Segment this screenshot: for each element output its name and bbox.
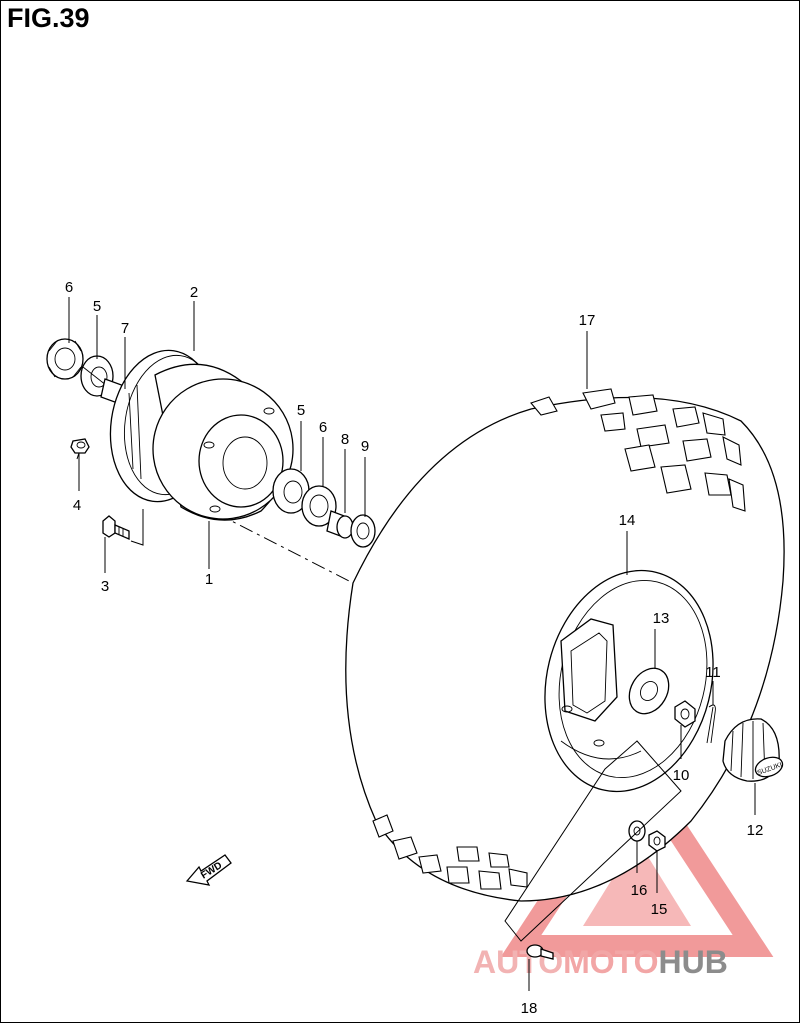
- callout-1: 1: [205, 571, 213, 588]
- callout-6b: 6: [319, 419, 327, 436]
- callout-6a: 6: [65, 279, 73, 296]
- part-18-valve: [526, 944, 554, 960]
- callout-4: 4: [73, 497, 81, 514]
- figure-title: FIG.39: [7, 3, 90, 33]
- part-8-spacer: [326, 510, 354, 539]
- leader-lines: [68, 297, 756, 991]
- part-3-bolt: [102, 515, 130, 540]
- watermark-text: AUTOMOTOHUB: [473, 944, 728, 980]
- callout-11: 11: [705, 664, 721, 681]
- part-6-nut-right: [301, 485, 337, 527]
- callout-8: 8: [341, 431, 349, 448]
- part-4-fitting: [70, 438, 90, 454]
- callout-14: 14: [619, 512, 636, 529]
- callout-labels: 6 5 7 2 4 3 1 5 6 8 9 17 14 13 11 10 12 …: [65, 279, 764, 1017]
- callout-5b: 5: [297, 402, 305, 419]
- callout-3: 3: [101, 578, 109, 595]
- part-13-cap: [628, 667, 670, 715]
- part-10-nut: [674, 700, 696, 728]
- callout-13: 13: [653, 610, 670, 627]
- part-1-hub: [152, 378, 294, 520]
- callout-18: 18: [521, 1000, 538, 1017]
- callout-7: 7: [121, 320, 129, 337]
- callout-12: 12: [747, 822, 764, 839]
- callout-15: 15: [651, 901, 668, 918]
- fwd-arrow: FWD: [185, 854, 232, 886]
- callout-17: 17: [579, 312, 596, 329]
- part-12-hub-cap: SUZUKI: [722, 718, 783, 782]
- callout-9: 9: [361, 438, 369, 455]
- callout-10: 10: [673, 767, 690, 784]
- tire-cutaway: [504, 740, 682, 942]
- callout-2: 2: [190, 284, 198, 301]
- part-15-nut: [648, 830, 666, 852]
- part-9-washer: [350, 514, 376, 548]
- part-11-cotter-pin: [706, 704, 716, 744]
- part-14-rim: [544, 569, 714, 793]
- part-6-nut-left: [46, 338, 84, 380]
- axle-centerline: [215, 512, 354, 584]
- watermark-triangle-inner: [583, 839, 691, 926]
- callout-5a: 5: [93, 298, 101, 315]
- callout-16: 16: [631, 882, 648, 899]
